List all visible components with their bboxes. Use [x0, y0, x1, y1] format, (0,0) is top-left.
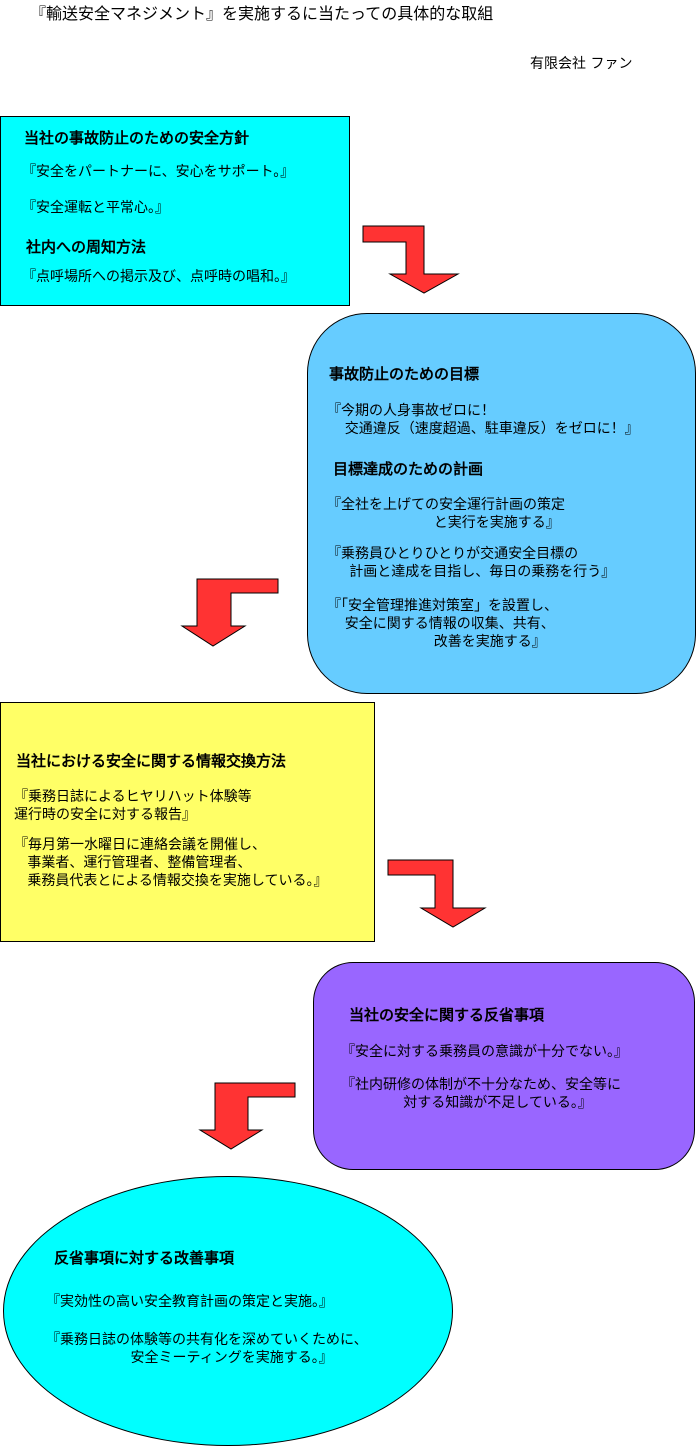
flow-arrow-1 — [362, 225, 460, 294]
page-title: 『輸送安全マネジメント』を実施するに当たっての具体的な取組 — [30, 4, 494, 23]
safety-policy-slogan-1: 『安全をパートナーに、安心をサポート。』 — [22, 164, 295, 180]
info-exchange-item-1: 『乗務日誌によるヒヤリハット体験等 運行時の安全に対する報告』 — [14, 789, 252, 823]
review-items-heading: 当社の安全に関する反省事項 — [349, 1006, 545, 1024]
plan-item-1: 『全社を上げての安全運行計画の策定 と実行を実施する』 — [327, 497, 565, 531]
improvement-items-ellipse: 反省事項に対する改善事項 『実効性の高い安全教育計画の策定と実施。』 『乗務日誌… — [3, 1176, 453, 1446]
safety-policy-box: 当社の事故防止のための安全方針 『安全をパートナーに、安心をサポート。』 『安全… — [0, 116, 350, 306]
review-item-2: 『社内研修の体制が不十分なため、安全等に 対する知識が不足している。』 — [341, 1077, 621, 1111]
flow-arrow-2 — [180, 578, 279, 647]
review-items-box: 当社の安全に関する反省事項 『安全に対する乗務員の意識が十分でない。』 『社内研… — [313, 962, 695, 1170]
plan-item-3: 『「安全管理推進対策室」を設置し、 安全に関する情報の収集、共有、 改善を実施す… — [327, 598, 558, 650]
safety-policy-heading: 当社の事故防止のための安全方針 — [24, 129, 250, 147]
info-exchange-item-2: 『毎月第一水曜日に連絡会議を開催し、 事業者、運行管理者、整備管理者、 乗務員代… — [14, 837, 328, 889]
plan-item-2: 『乗務員ひとりひとりが交通安全目標の 計画と達成を目指し、毎日の乗務を行う』 — [327, 546, 616, 580]
notification-method-heading: 社内への周知方法 — [26, 238, 147, 256]
improvement-items-heading: 反省事項に対する改善事項 — [54, 1249, 235, 1267]
info-exchange-heading: 当社における安全に関する情報交換方法 — [16, 752, 287, 770]
flow-arrow-4 — [198, 1082, 296, 1150]
accident-goal-text: 『今期の人身事故ゼロに！ 交通違反（速度超過、駐車違反）をゼロに！』 — [327, 403, 639, 437]
info-exchange-box: 当社における安全に関する情報交換方法 『乗務日誌によるヒヤリハット体験等 運行時… — [0, 702, 375, 942]
review-item-1: 『安全に対する乗務員の意識が十分でない。』 — [341, 1044, 628, 1060]
plan-heading: 目標達成のための計画 — [333, 460, 484, 478]
accident-goals-heading: 事故防止のための目標 — [329, 365, 480, 383]
safety-policy-slogan-2: 『安全運転と平常心。』 — [22, 200, 169, 216]
flow-arrow-3 — [387, 859, 487, 928]
improvement-item-1: 『実効性の高い安全教育計画の策定と実施。』 — [46, 1294, 333, 1310]
accident-goals-box: 事故防止のための目標 『今期の人身事故ゼロに！ 交通違反（速度超過、駐車違反）を… — [307, 313, 696, 694]
improvement-item-2: 『乗務日誌の体験等の共有化を深めていくために、 安全ミーティングを実施する。』 — [46, 1332, 368, 1366]
company-name: 有限会社 ファン — [530, 56, 633, 72]
notification-method-text: 『点呼場所への掲示及び、点呼時の唱和。』 — [22, 269, 295, 285]
